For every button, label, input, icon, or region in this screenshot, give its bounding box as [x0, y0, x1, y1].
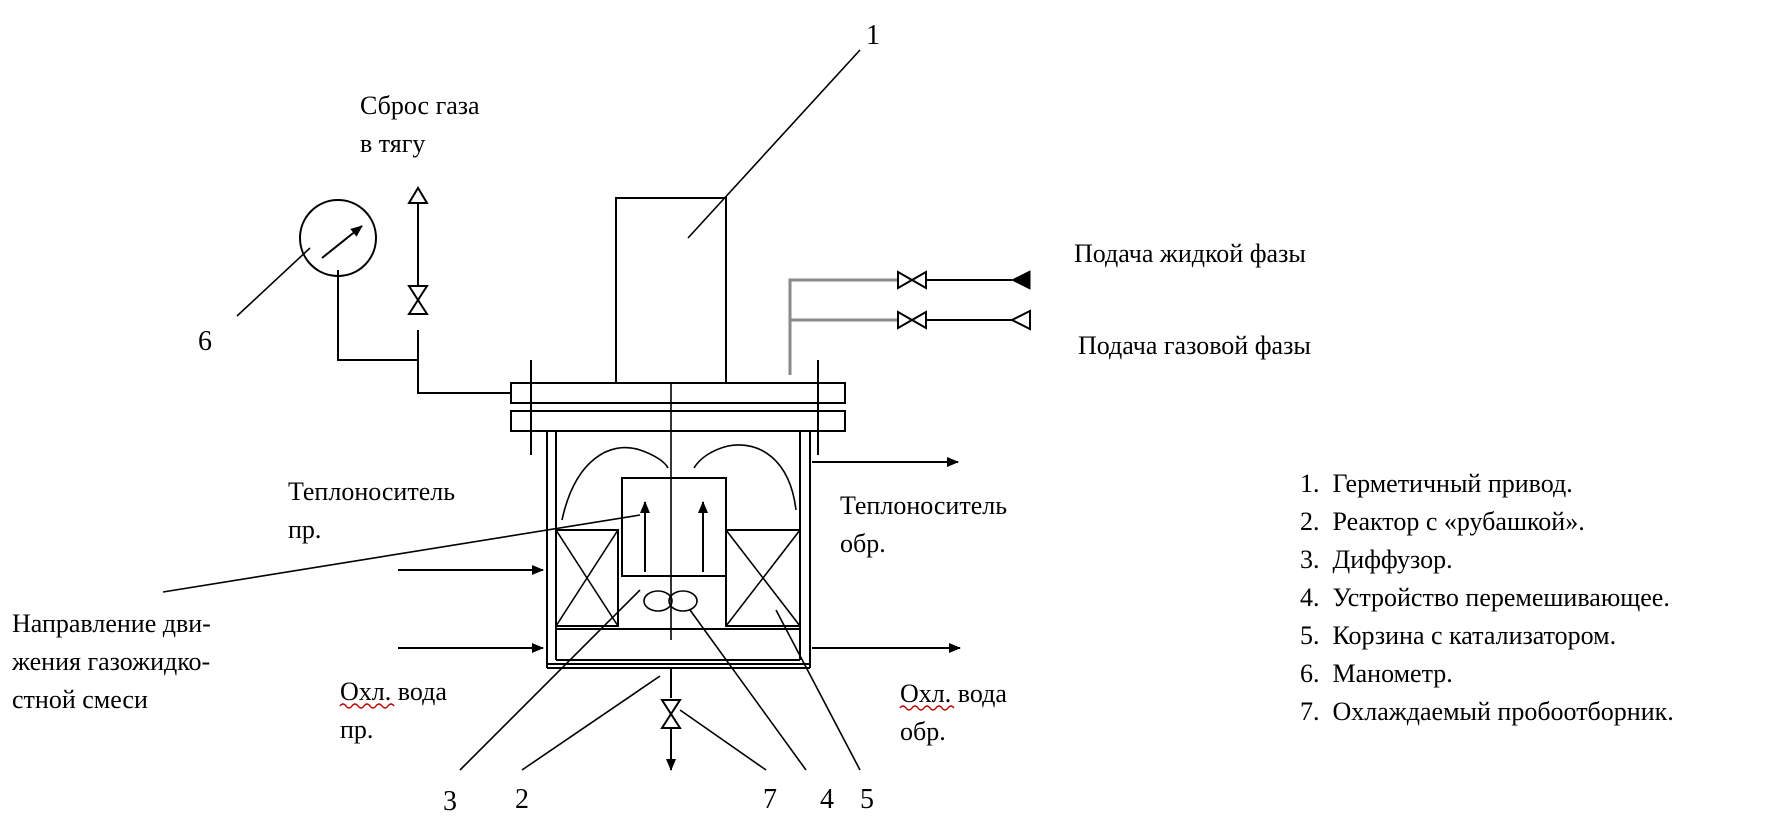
- spellcheck-underline-left: [339, 703, 395, 709]
- leader-5: [775, 609, 861, 771]
- legend-item: 4. Устройство перемешивающее.: [1300, 583, 1670, 612]
- liquid-feed-marker: [1010, 270, 1031, 290]
- leader-3: [459, 589, 641, 771]
- flow-curve-right: [693, 444, 797, 511]
- water-in-label-2: пр.: [340, 715, 373, 744]
- leader-4: [689, 609, 807, 771]
- flow-label-1: Направление дви-: [12, 609, 211, 638]
- gas-feed-marker: [1009, 309, 1031, 331]
- callout-5: 5: [860, 784, 874, 815]
- coolant-in-label-1: Теплоноситель: [288, 477, 455, 506]
- drive-housing: [615, 197, 727, 384]
- callout-4: 4: [820, 784, 834, 815]
- leader-flow: [162, 514, 641, 593]
- coolant-out-label-2: обр.: [840, 529, 886, 558]
- flow-label-3: стной смеси: [12, 685, 148, 714]
- callout-7: 7: [763, 784, 777, 815]
- diffuser: [621, 477, 727, 577]
- leader-6: [236, 247, 311, 317]
- liquid-feed-valve: [897, 270, 927, 290]
- legend-item: 7. Охлаждаемый пробоотборник.: [1300, 697, 1674, 726]
- gas-feed-valve: [897, 310, 927, 330]
- coolant-out-label-1: Теплоноситель: [840, 491, 1007, 520]
- spellcheck-underline-right: [899, 705, 955, 711]
- callout-2: 2: [515, 784, 529, 815]
- gas-feed-label: Подача газовой фазы: [1078, 331, 1311, 360]
- legend-item: 2. Реактор с «рубашкой».: [1300, 507, 1585, 536]
- callout-1: 1: [866, 20, 880, 51]
- legend-item: 5. Корзина с катализатором.: [1300, 621, 1616, 650]
- flow-label-2: жения газожидко-: [11, 647, 210, 676]
- leader-2: [521, 675, 661, 771]
- leader-1: [687, 49, 861, 239]
- legend-item: 6. Манометр.: [1300, 659, 1453, 688]
- water-out-label-2: обр.: [900, 717, 946, 746]
- catalyst-basket-right: [725, 529, 801, 627]
- stirrer-blade-right: [668, 590, 698, 612]
- gas-release-label-2: в тягу: [360, 129, 425, 158]
- manometer: [299, 199, 377, 277]
- legend-item: 1. Герметичный привод.: [1300, 469, 1573, 498]
- manometer-pointer: [321, 225, 363, 259]
- gas-release-valve: [407, 285, 429, 315]
- legend: 1. Герметичный привод. 2. Реактор с «руб…: [1300, 469, 1674, 726]
- catalyst-basket-left: [555, 529, 619, 627]
- coolant-in-label-2: пр.: [288, 515, 321, 544]
- callout-6: 6: [198, 326, 212, 357]
- sampler-valve: [660, 699, 682, 729]
- flow-curve-left: [561, 446, 669, 521]
- water-out-label-1: Охл. вода: [900, 679, 1007, 708]
- liquid-feed-label: Подача жидкой фазы: [1074, 239, 1306, 268]
- upper-flange: [510, 382, 846, 404]
- water-in-label-1: Охл. вода: [340, 677, 447, 706]
- gas-release-arrow: [407, 186, 429, 204]
- gas-release-label-1: Сброс газа: [360, 91, 480, 120]
- lower-flange: [510, 410, 846, 432]
- callout-3: 3: [443, 786, 457, 817]
- stirrer-blade-left: [643, 590, 673, 612]
- leader-7: [679, 709, 767, 771]
- legend-item: 3. Диффузор.: [1300, 545, 1453, 574]
- liquid-feed-pipe: [788, 278, 898, 375]
